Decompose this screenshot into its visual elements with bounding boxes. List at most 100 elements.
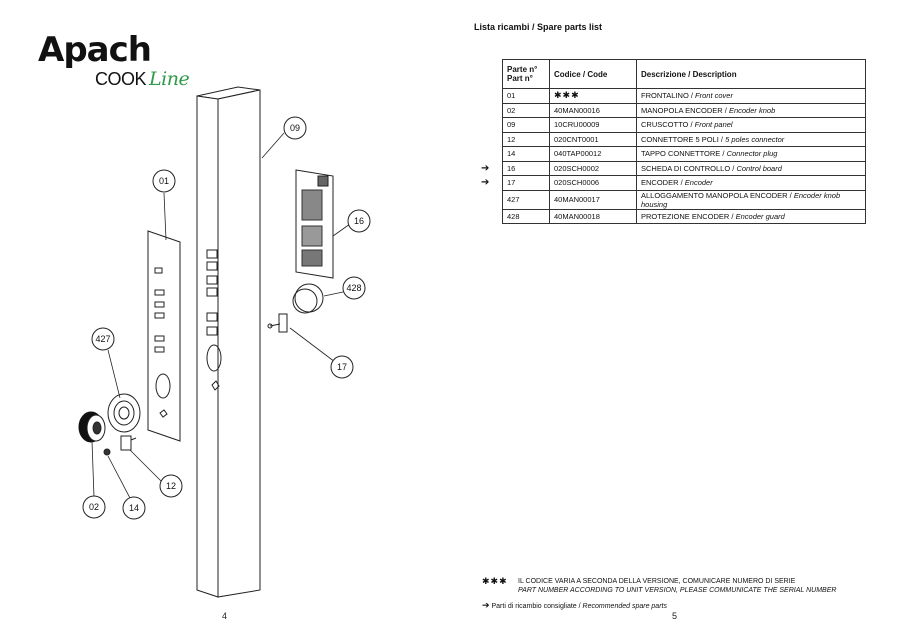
cell-part: 14 [502, 146, 550, 162]
cell-part: 02 [502, 102, 550, 118]
cell-description: ENCODER / Encoder [636, 175, 866, 191]
header-part-en: Part n° [507, 74, 533, 83]
exploded-diagram: 09 01 16 428 427 17 12 02 14 [78, 86, 371, 598]
cell-description: CONNETTORE 5 POLI / 5 poles connector [636, 131, 866, 147]
cell-description: TAPPO CONNETTORE / Connector plug [636, 146, 866, 162]
recommended-en: Recommended spare parts [582, 603, 667, 610]
table-row: 427 40MAN00017 ALLOGGAMENTO MANOPOLA ENC… [502, 189, 866, 210]
cell-part: 427 [502, 189, 550, 210]
callout-label-427: 427 [95, 334, 110, 344]
footnote-text: IL CODICE VARIA A SECONDA DELLA VERSIONE… [518, 577, 878, 595]
part-encoder-drawing [267, 313, 288, 333]
desc-en: Encoder knob [728, 105, 776, 115]
cell-part: 16 [502, 160, 550, 176]
callout-label-12: 12 [166, 481, 176, 491]
table-row: 01 ✱✱✱ FRONTALINO / Front cover [502, 88, 866, 104]
right-arrow-icon: ➔ [481, 177, 490, 188]
callout-label-02: 02 [89, 502, 99, 512]
cell-part: 09 [502, 117, 550, 133]
right-page: Lista ricambi / Spare parts list ➔ ➔ Par… [450, 0, 900, 638]
desc-en: 5 poles connector [725, 134, 785, 144]
table-row: 16 020SCH0002 SCHEDA DI CONTROLLO / Cont… [502, 160, 866, 176]
callout-label-17: 17 [337, 362, 347, 372]
desc-it: FRONTALINO [641, 91, 689, 101]
spare-parts-table: Parte n° Part n° Codice / Code Descrizio… [502, 59, 866, 224]
cell-description: CRUSCOTTO / Front panel [636, 117, 866, 133]
desc-it: SCHEDA DI CONTROLLO [641, 163, 731, 173]
page-number-left: 4 [222, 611, 228, 621]
table-row: 02 40MAN00016 MANOPOLA ENCODER / Encoder… [502, 102, 866, 118]
cell-code: 10CRU00009 [549, 117, 637, 133]
desc-en: Encoder knob housing [641, 190, 841, 209]
cell-description: SCHEDA DI CONTROLLO / Control board [636, 160, 866, 176]
desc-it: ENCODER [641, 178, 679, 188]
cell-code: 40MAN00017 [549, 189, 637, 210]
desc-en: Front cover [695, 91, 733, 101]
brand-logo: Apach [38, 30, 152, 70]
table-header-row: Parte n° Part n° Codice / Code Descrizio… [502, 59, 866, 89]
desc-it: ALLOGGAMENTO MANOPOLA ENCODER [641, 190, 788, 200]
part-knob-housing-drawing [107, 393, 141, 433]
cell-code: 020CNT0001 [549, 131, 637, 147]
desc-en: Front panel [694, 120, 733, 130]
footnote-en: PART NUMBER ACCORDING TO UNIT VERSION, P… [518, 587, 837, 594]
brand-logo-line: Line [149, 68, 190, 90]
footnote-recommended: ➔ Parti di ricambio consigliate / Recomm… [482, 600, 667, 610]
callout-label-428: 428 [346, 283, 361, 293]
stars-icon: ✱✱✱ [482, 576, 508, 586]
cell-description: PROTEZIONE ENCODER / Encoder guard [636, 208, 866, 224]
table-row: 09 10CRU00009 CRUSCOTTO / Front panel [502, 117, 866, 133]
desc-it: CRUSCOTTO [641, 120, 689, 130]
part-connector-drawing [120, 435, 137, 451]
desc-en: Encoder guard [735, 211, 785, 221]
cell-part: 12 [502, 131, 550, 147]
cell-code: 40MAN00016 [549, 102, 637, 118]
table-row: 17 020SCH0006 ENCODER / Encoder [502, 175, 866, 191]
desc-it: PROTEZIONE ENCODER [641, 211, 730, 221]
part-front-panel-drawing [196, 86, 261, 598]
callout-label-09: 09 [290, 123, 300, 133]
header-part-number: Parte n° Part n° [502, 59, 550, 89]
part-encoder-knob-drawing [78, 411, 106, 443]
cell-part: 428 [502, 208, 550, 224]
callout-label-14: 14 [129, 503, 139, 513]
brand-logo-cook: COOK [95, 69, 147, 89]
desc-en: Encoder [684, 178, 713, 188]
callout-circles [82, 116, 371, 520]
footnote-it: IL CODICE VARIA A SECONDA DELLA VERSIONE… [518, 578, 796, 585]
table-row: 12 020CNT0001 CONNETTORE 5 POLI / 5 pole… [502, 131, 866, 147]
desc-it: CONNETTORE 5 POLI [641, 134, 719, 144]
cell-code: ✱✱✱ [549, 88, 637, 104]
callout-label-16: 16 [354, 216, 364, 226]
cell-code: 020SCH0002 [549, 160, 637, 176]
leader-lines [91, 132, 351, 501]
right-arrow-icon: ➔ [482, 600, 490, 610]
part-connector-plug-drawing [103, 448, 111, 456]
table-row: 428 40MAN00018 PROTEZIONE ENCODER / Enco… [502, 208, 866, 224]
desc-en: Connector plug [726, 149, 778, 159]
spare-parts-title: Lista ricambi / Spare parts list [474, 22, 603, 32]
cell-description: MANOPOLA ENCODER / Encoder knob [636, 102, 866, 118]
cell-code: 40MAN00018 [549, 208, 637, 224]
header-description: Descrizione / Description [636, 59, 866, 89]
part-encoder-guard-drawing [292, 283, 324, 314]
callout-label-01: 01 [159, 176, 169, 186]
cell-part: 17 [502, 175, 550, 191]
right-arrow-icon: ➔ [481, 163, 490, 174]
cell-part: 01 [502, 88, 550, 104]
part-front-cover-drawing [147, 230, 181, 442]
desc-it: TAPPO CONNETTORE [641, 149, 721, 159]
table-row: 14 040TAP00012 TAPPO CONNETTORE / Connec… [502, 146, 866, 162]
cell-description: FRONTALINO / Front cover [636, 88, 866, 104]
cell-code: 020SCH0006 [549, 175, 637, 191]
desc-en: Control board [736, 163, 782, 173]
cell-description: ALLOGGAMENTO MANOPOLA ENCODER / Encoder … [636, 189, 866, 210]
recommended-it: Parti di ricambio consigliate [491, 603, 577, 610]
part-control-board-drawing [295, 169, 334, 279]
header-part-it: Parte n° [507, 65, 538, 74]
header-code: Codice / Code [549, 59, 637, 89]
page-number-right: 5 [672, 611, 678, 621]
desc-it: MANOPOLA ENCODER [641, 105, 723, 115]
